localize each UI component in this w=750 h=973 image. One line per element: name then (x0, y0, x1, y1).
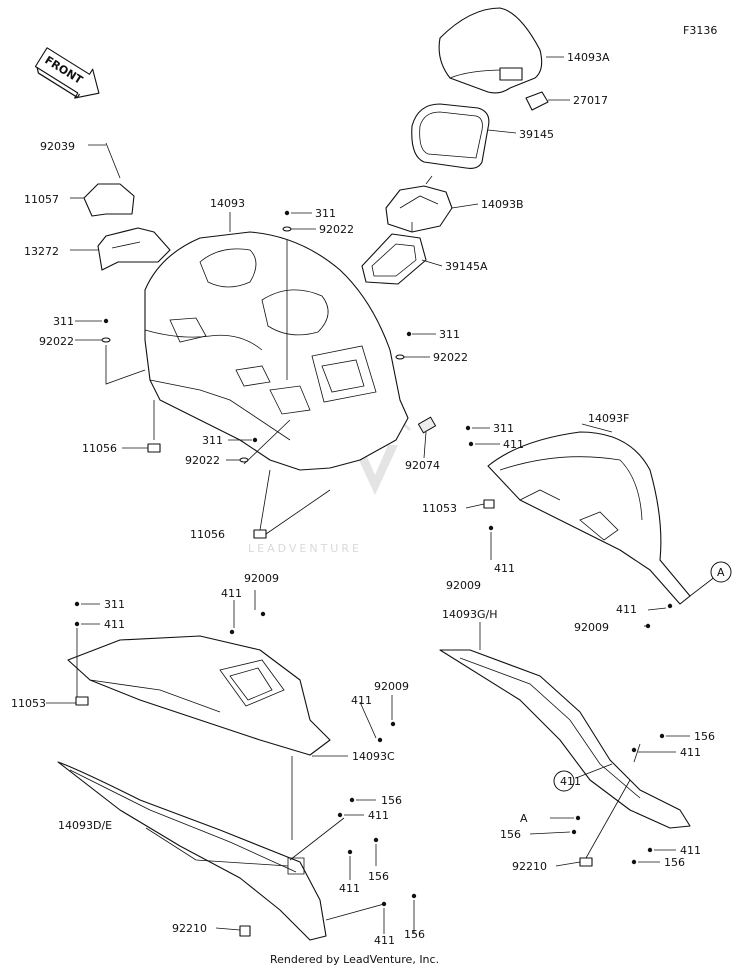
callout-92074: 92074 (405, 459, 440, 472)
part-92210-clip-g (579, 857, 593, 867)
callout-11057: 11057 (24, 193, 59, 206)
callout-92210-g: 92210 (512, 860, 547, 873)
callout-labels: 14093A 27017 39145 14093B 39145A 92039 1… (11, 51, 715, 947)
callout-39145: 39145 (519, 128, 554, 141)
part-14093B-tray (385, 185, 453, 233)
callout-11053-c: 11053 (11, 697, 46, 710)
callout-14093: 14093 (210, 197, 245, 210)
callout-156-g2: 156 (500, 828, 521, 841)
callout-411-d3: 411 (374, 934, 395, 947)
callout-411-f: 411 (503, 438, 524, 451)
callout-411-d1: 411 (368, 809, 389, 822)
part-14093-main-body (144, 231, 409, 471)
callout-411-f2: 411 (494, 562, 515, 575)
callout-92009-f: 92009 (446, 579, 481, 592)
part-14093G-H-strip (439, 649, 691, 829)
callout-27017: 27017 (573, 94, 608, 107)
callout-156-g1: 156 (694, 730, 715, 743)
callout-14093F: 14093F (588, 412, 629, 425)
credit-text: Rendered by LeadVenture, Inc. (270, 953, 439, 966)
ref-circle-a-bottom: 411 (553, 770, 581, 792)
part-39145A-gasket (361, 233, 427, 285)
callout-411-g2: A (520, 812, 528, 825)
callout-92022-mid: 92022 (185, 454, 220, 467)
leader-lines (46, 56, 717, 934)
callout-92009-f2: 92009 (574, 621, 609, 634)
callout-92022-right: 92022 (433, 351, 468, 364)
callout-411-f3: 411 (616, 603, 637, 616)
part-92210-clip-d (239, 925, 251, 937)
part-92074-plug (417, 416, 437, 434)
callout-411-d2: 411 (339, 882, 360, 895)
front-arrow: FRONT (34, 47, 100, 99)
part-13272-bracket (97, 227, 171, 271)
part-14093D-E-lower-panel (57, 761, 327, 941)
ref-a-top-label: A (717, 566, 725, 579)
callout-411-c2: 411 (104, 618, 125, 631)
callout-311-left: 311 (53, 315, 74, 328)
callout-13272: 13272 (24, 245, 59, 258)
ref-a-bottom-label: 411 (560, 775, 581, 788)
callout-14093D-E: 14093D/E (58, 819, 112, 832)
callout-11056-left: 11056 (82, 442, 117, 455)
fasteners-g (571, 733, 665, 865)
fasteners-c (74, 601, 396, 743)
ref-circle-a-top: A (710, 561, 732, 583)
part-92039-bolt (105, 142, 121, 179)
callout-156-d1: 156 (381, 794, 402, 807)
callout-11053-f: 11053 (422, 502, 457, 515)
callout-92009-c2: 92009 (374, 680, 409, 693)
callout-92022-left: 92022 (39, 335, 74, 348)
callout-311-right: 311 (439, 328, 460, 341)
part-11057-bracket (83, 183, 135, 217)
callout-411-g1: 411 (680, 746, 701, 759)
part-27017-clip (525, 91, 549, 111)
part-39145-seal (411, 103, 490, 169)
part-11056-clip-left (147, 443, 161, 453)
callout-14093B: 14093B (481, 198, 524, 211)
callout-311-f: 311 (493, 422, 514, 435)
callout-92039: 92039 (40, 140, 75, 153)
part-14093C-center-panel (67, 635, 331, 756)
part-11053-clip-f (483, 499, 495, 509)
callout-156-g3: 156 (664, 856, 685, 869)
callout-411-c: 411 (221, 587, 242, 600)
callout-411-c3: 411 (351, 694, 372, 707)
callout-156-d3: 156 (404, 928, 425, 941)
callout-156-d2: 156 (368, 870, 389, 883)
watermark-text: LEADVENTURE (248, 542, 362, 555)
callout-311-mid: 311 (202, 434, 223, 447)
part-11056-clip-bottom (253, 529, 267, 539)
part-14093A-lid (438, 7, 543, 94)
callout-92009-c: 92009 (244, 572, 279, 585)
callout-14093A: 14093A (567, 51, 610, 64)
part-11053-clip-c (75, 696, 89, 706)
callout-14093G-H: 14093G/H (442, 608, 498, 621)
callout-92210-d: 92210 (172, 922, 207, 935)
callout-11056-bottom: 11056 (190, 528, 225, 541)
part-14093F-side-panel (487, 431, 691, 605)
callout-411-g3: 411 (680, 844, 701, 857)
callout-311-top: 311 (315, 207, 336, 220)
callout-14093C: 14093C (352, 750, 395, 763)
figure-code: F3136 (683, 24, 717, 37)
callout-92022-top: 92022 (319, 223, 354, 236)
callout-311-c: 311 (104, 598, 125, 611)
callout-39145A: 39145A (445, 260, 488, 273)
